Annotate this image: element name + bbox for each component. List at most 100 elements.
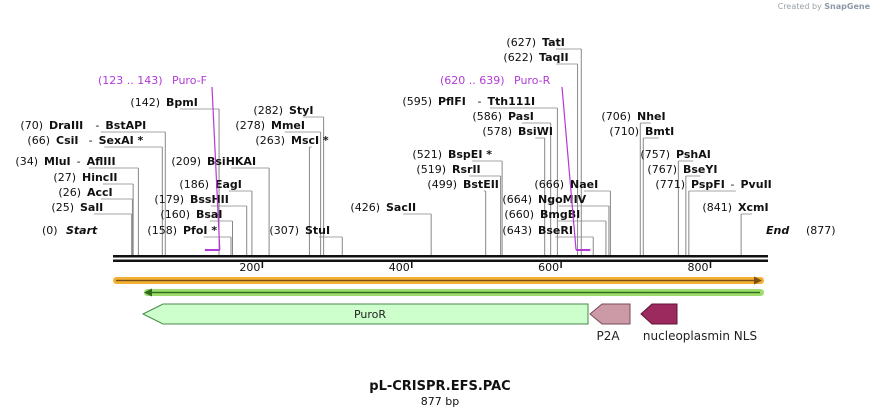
site-position: (586) — [472, 110, 502, 123]
credit: Created by SnapGene — [778, 2, 870, 11]
site-name: BsiWI — [518, 125, 553, 138]
site-position: (521) — [412, 148, 442, 161]
site-name: PfoI * — [183, 224, 217, 237]
restriction-site[interactable]: (666)NaeI — [534, 178, 598, 191]
site-position: (627) — [506, 36, 536, 49]
restriction-site[interactable]: (578)BsiWI — [482, 125, 553, 138]
primer-name: Puro-F — [172, 74, 207, 87]
site-name: RsrII — [452, 163, 481, 176]
restriction-site[interactable]: (595)PflFI-Tth111I — [402, 95, 535, 108]
site-name: NheI — [637, 110, 666, 123]
p2a-feature[interactable] — [589, 303, 631, 325]
site-position: (595) — [402, 95, 432, 108]
restriction-site[interactable]: (179)BssHII — [154, 193, 228, 206]
primer-range: (123 .. 143) — [98, 74, 163, 87]
restriction-site[interactable]: (307)StuI — [269, 224, 330, 237]
restriction-site[interactable]: (643)BseRI — [502, 224, 573, 237]
site-separator: - — [89, 134, 93, 147]
restriction-site[interactable]: (27)HincII — [53, 171, 117, 184]
site-name: StyI — [289, 104, 313, 117]
site-position: (158) — [147, 224, 177, 237]
ruler-label: 800 — [687, 261, 708, 274]
site-position: (666) — [534, 178, 564, 191]
map-title: pL-CRISPR.EFS.PAC — [369, 379, 510, 394]
restriction-site[interactable]: (160) BsaI — [160, 208, 222, 221]
restriction-site[interactable]: (519) RsrII — [416, 163, 480, 176]
p2a-label: P2A — [596, 329, 620, 343]
primer-puro-r[interactable]: (620 .. 639)Puro-R — [440, 74, 591, 251]
restriction-site[interactable]: (25) SalI — [51, 201, 103, 214]
site-position: (767) — [647, 163, 677, 176]
site-name: BstEII — [463, 178, 499, 191]
site-position: (160) — [160, 208, 190, 221]
site-position: (282) — [253, 104, 283, 117]
puror-label: PuroR — [354, 308, 386, 321]
site-name: BseYI — [683, 163, 717, 176]
site-name: BsaI — [196, 208, 222, 221]
site-position: (841) — [702, 201, 732, 214]
site-position: (34) — [15, 155, 38, 168]
restriction-site[interactable]: (26) AccI — [58, 186, 112, 199]
site-name: BmtI — [645, 125, 674, 138]
site-name: CsiI — [56, 134, 78, 147]
restriction-site[interactable]: (664)NgoMIV — [502, 193, 586, 206]
site-name-secondary: Tth111I — [488, 95, 536, 108]
site-name-secondary: PvuII — [741, 178, 772, 191]
full-length-bar[interactable] — [113, 276, 764, 285]
restriction-site[interactable]: (186)EagI — [179, 178, 242, 191]
restriction-site[interactable]: (426)SacII — [350, 201, 416, 214]
site-name: PflFI — [438, 95, 466, 108]
restriction-site[interactable]: (757)PshAI — [640, 148, 710, 161]
restriction-site[interactable]: (263)MscI * — [255, 134, 329, 147]
restriction-site[interactable]: (209)BsiHKAI — [171, 155, 256, 168]
site-name: DraIII — [49, 119, 83, 132]
site-name: BmgBI — [540, 208, 580, 221]
site-separator: - — [95, 119, 99, 132]
site-position: (26) — [58, 186, 81, 199]
restriction-site[interactable]: (771)PspFI-PvuII — [655, 178, 771, 191]
restriction-site[interactable]: (278)MmeI — [235, 119, 305, 132]
restriction-site[interactable]: (767) BseYI — [647, 163, 717, 176]
end-label: End — [766, 224, 789, 237]
site-position: (25) — [51, 201, 74, 214]
restriction-site[interactable]: (70)DraIII-BstAPI — [20, 119, 146, 132]
start-label: Start — [66, 224, 98, 237]
restriction-site[interactable]: (142)BpmI — [130, 96, 197, 109]
site-name: StuI — [305, 224, 330, 237]
site-position: (66) — [27, 134, 50, 147]
reverse-strand-bar[interactable] — [144, 288, 764, 297]
site-position: (706) — [601, 110, 631, 123]
credit-text: Created by — [777, 2, 822, 11]
site-position: (660) — [504, 208, 534, 221]
sequence-backbone — [113, 255, 768, 262]
restriction-site[interactable]: (710)BmtI — [609, 125, 674, 138]
primer-puro-f[interactable]: (123 .. 143) Puro-F — [98, 74, 221, 251]
nucleoplasmin-nls-feature[interactable] — [640, 303, 678, 325]
ruler-label: 400 — [389, 261, 410, 274]
puror-feature[interactable]: PuroR — [141, 303, 589, 325]
site-position: (519) — [416, 163, 446, 176]
restriction-site[interactable]: (66)CsiI-SexAI * — [27, 134, 143, 147]
site-name-secondary: AflIII — [87, 155, 116, 168]
site-name: XcmI — [738, 201, 769, 214]
restriction-site[interactable]: (660) BmgBI — [504, 208, 580, 221]
restriction-site[interactable]: (586)PasI — [472, 110, 533, 123]
map-length: 877 bp — [421, 395, 459, 408]
restriction-site[interactable]: (706) NheI — [601, 110, 665, 123]
site-name: BssHII — [190, 193, 229, 206]
restriction-site[interactable]: (282) StyI — [253, 104, 313, 117]
site-position: (771) — [655, 178, 685, 191]
site-separator: - — [77, 155, 81, 168]
site-position: (643) — [502, 224, 532, 237]
site-name: SalI — [80, 201, 103, 214]
site-name: AccI — [87, 186, 113, 199]
restriction-site[interactable]: (521)BspEI * — [412, 148, 492, 161]
restriction-site[interactable]: (841) XcmI — [702, 201, 768, 214]
restriction-site[interactable]: (627)TatI — [506, 36, 564, 49]
restriction-site[interactable]: (158) PfoI * — [147, 224, 217, 237]
restriction-site[interactable]: (622)TaqII — [503, 51, 568, 64]
restriction-site[interactable]: (499)BstEII — [427, 178, 498, 191]
restriction-site[interactable]: (34)MluI-AflIII — [15, 155, 115, 168]
